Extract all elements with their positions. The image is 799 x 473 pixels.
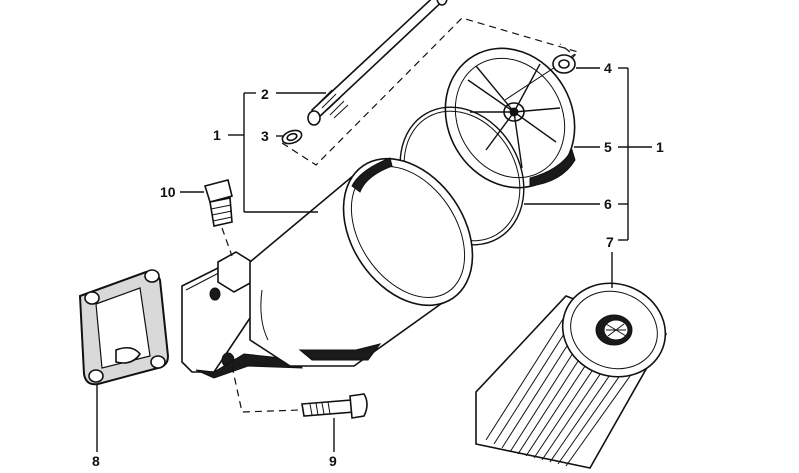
seal-ring-3 [281,129,303,145]
callout-8: 8 [92,453,100,469]
callout-2: 2 [261,86,269,102]
callout-1-right: 1 [656,139,664,155]
callout-3: 3 [261,128,269,144]
callout-10: 10 [160,184,176,200]
bolt-9 [231,365,368,419]
callout-9: 9 [329,453,337,469]
filter-cover [444,47,576,189]
washer-4 [552,54,576,74]
callout-5: 5 [604,139,612,155]
callout-7: 7 [606,234,614,250]
dashed-group-outline [281,17,580,166]
callout-4: 4 [604,60,612,76]
callout-labels: 1 2 3 4 5 1 6 7 8 9 10 [92,60,664,469]
center-bolt [307,0,448,126]
filter-housing [181,157,474,379]
filter-element-7 [475,282,668,469]
callout-1-left: 1 [213,127,221,143]
callout-6: 6 [604,196,612,212]
leader-lines [96,67,652,452]
gasket-8 [78,269,170,386]
drain-plug-10 [203,179,233,257]
